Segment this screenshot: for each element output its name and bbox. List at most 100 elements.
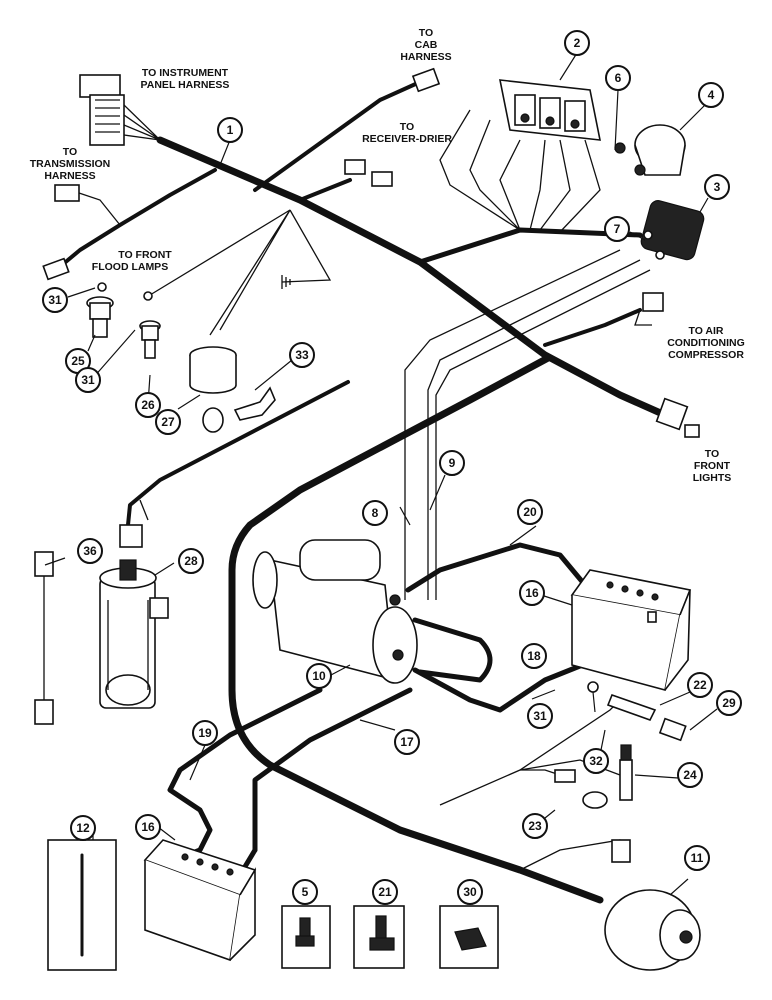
svg-text:16: 16	[525, 586, 539, 600]
svg-text:3: 3	[714, 180, 721, 194]
callout-16a: 16	[519, 580, 545, 606]
callout-3: 3	[704, 174, 730, 200]
sensor-29	[658, 717, 687, 742]
cable-17	[252, 687, 413, 853]
callout-31b: 31	[75, 367, 101, 393]
sensor-24	[619, 744, 633, 801]
callout-12: 12	[70, 815, 96, 841]
callout-26: 26	[135, 392, 161, 418]
callout-20: 20	[517, 499, 543, 525]
nut-31b	[143, 291, 153, 301]
sensor-wire-24	[519, 759, 621, 776]
lead-36	[34, 551, 54, 725]
svg-text:27: 27	[161, 415, 175, 429]
svg-text:31: 31	[533, 709, 547, 723]
svg-text:18: 18	[527, 649, 541, 663]
callout-11: 11	[684, 845, 710, 871]
cable-20	[405, 542, 588, 593]
distributor-28	[99, 559, 169, 709]
svg-text:31: 31	[81, 373, 95, 387]
battery-16-right	[570, 569, 692, 691]
svg-text:17: 17	[400, 735, 414, 749]
callout-4: 4	[698, 82, 724, 108]
callout-31a: 31	[42, 287, 68, 313]
nut-31c	[587, 681, 599, 693]
svg-text:5: 5	[302, 885, 309, 899]
label-lights-1: TO	[705, 448, 719, 460]
distributor-harness	[126, 380, 350, 527]
callout-33: 33	[289, 342, 315, 368]
callout-2: 2	[564, 30, 590, 56]
cable-10-loop	[412, 617, 493, 683]
relay-block	[499, 79, 601, 141]
starter-10	[252, 539, 418, 684]
label-ac-2: CONDITIONING	[667, 337, 745, 349]
svg-text:26: 26	[141, 398, 155, 412]
callout-10: 10	[306, 663, 332, 689]
cab-harness-branch	[253, 80, 422, 192]
bracket-33	[233, 386, 276, 421]
callout-6: 6	[605, 65, 631, 91]
svg-text:23: 23	[528, 819, 542, 833]
sensor-26	[139, 320, 161, 359]
svg-text:11: 11	[691, 851, 704, 865]
svg-text:1: 1	[227, 123, 234, 137]
relay-3	[640, 200, 705, 261]
box-5	[281, 905, 331, 969]
callout-7: 7	[604, 216, 630, 242]
callout-21: 21	[372, 879, 398, 905]
svg-text:16: 16	[141, 820, 155, 834]
receiver-branch	[298, 178, 352, 202]
callout-28: 28	[178, 548, 204, 574]
label-flood-1: TO FRONT	[118, 249, 172, 261]
instrument-panel-connector	[79, 74, 161, 146]
ac-wire	[543, 308, 642, 347]
svg-text:12: 12	[76, 821, 90, 835]
box-12	[47, 839, 117, 971]
receiver-connectors	[344, 159, 393, 187]
callout-19: 19	[192, 720, 218, 746]
label-transmission-3: HARNESS	[44, 170, 95, 182]
box-21	[353, 905, 405, 969]
callout-9: 9	[439, 450, 465, 476]
callout-24: 24	[677, 762, 703, 788]
sender-27	[189, 346, 237, 433]
label-ac-1: TO AIR	[688, 325, 723, 337]
callout-23: 23	[522, 813, 548, 839]
svg-text:10: 10	[312, 669, 326, 683]
svg-text:4: 4	[708, 88, 715, 102]
svg-text:6: 6	[615, 71, 622, 85]
ac-connector	[642, 292, 664, 312]
main-harness-1	[156, 136, 669, 419]
sensor-23	[554, 769, 608, 809]
callout-27: 27	[155, 409, 181, 435]
flood-lamp-connector	[42, 257, 70, 281]
svg-text:20: 20	[523, 505, 537, 519]
ac-connector-wire	[634, 309, 652, 326]
label-cab-3: HARNESS	[400, 51, 451, 63]
callout-30: 30	[457, 879, 483, 905]
svg-text:19: 19	[198, 726, 212, 740]
label-transmission-2: TRANSMISSION	[30, 158, 111, 170]
sender-wire	[209, 209, 291, 336]
callout-22: 22	[687, 672, 713, 698]
sensor-wire-23	[520, 769, 561, 776]
flood-lamps-wire	[149, 209, 291, 296]
svg-text:21: 21	[378, 885, 392, 899]
callout-25: 25	[65, 348, 91, 374]
distributor-connector	[119, 524, 143, 548]
callout-5: 5	[292, 879, 318, 905]
svg-text:36: 36	[83, 544, 97, 558]
label-lights-2: FRONT	[694, 460, 731, 472]
ground-symbol	[281, 275, 291, 289]
svg-text:8: 8	[372, 506, 379, 520]
cable-8	[404, 249, 621, 600]
cab-harness-connector	[411, 67, 441, 93]
front-lights-connector	[655, 397, 700, 438]
sensor-25	[86, 296, 114, 338]
sensor-22	[606, 693, 657, 721]
label-cab-1: TO	[419, 27, 433, 39]
cable-19	[167, 687, 323, 863]
svg-text:22: 22	[693, 678, 707, 692]
